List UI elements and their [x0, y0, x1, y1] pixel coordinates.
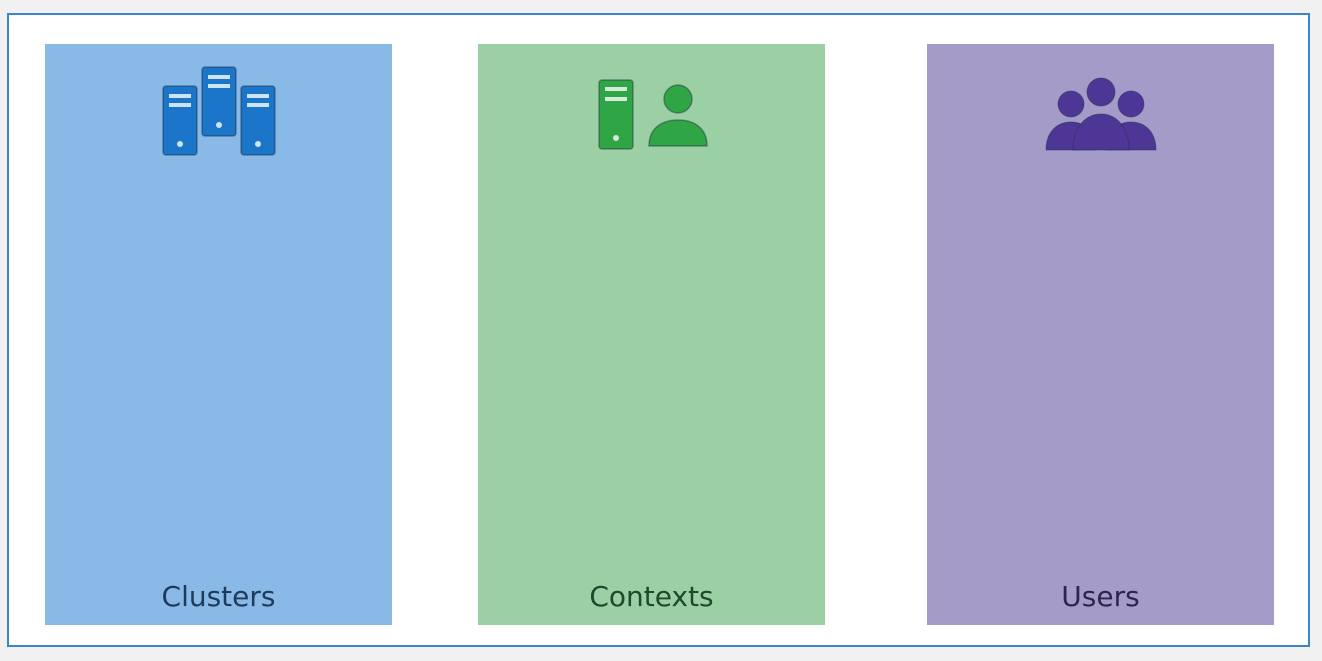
clusters-label: Clusters	[161, 580, 276, 613]
panel-contexts: Contexts	[478, 44, 825, 625]
users-label: Users	[1061, 580, 1140, 613]
diagram-frame: Clusters Contexts	[7, 13, 1310, 647]
server-user-icon	[478, 66, 825, 158]
contexts-label: Contexts	[589, 580, 714, 613]
panel-users: Users	[927, 44, 1274, 625]
server-cluster-icon	[45, 66, 392, 158]
user-group-icon	[927, 66, 1274, 158]
panel-clusters: Clusters	[45, 44, 392, 625]
